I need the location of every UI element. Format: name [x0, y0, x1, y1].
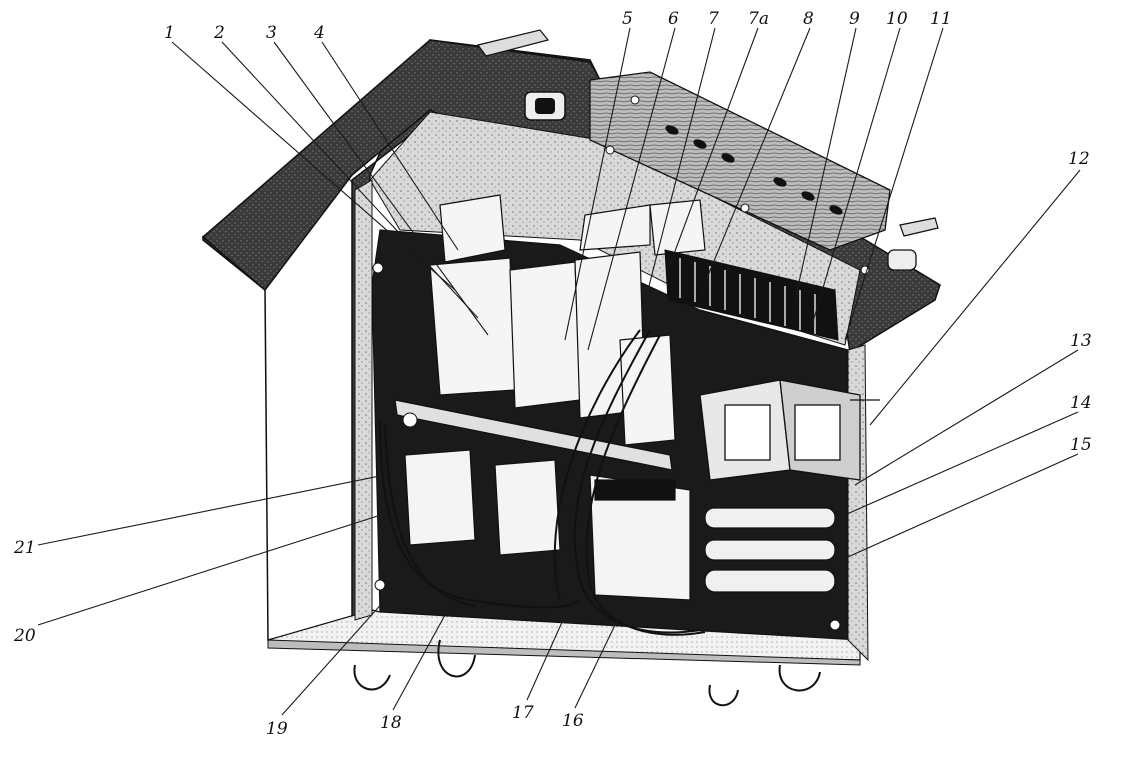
callout-11: 11: [930, 9, 952, 29]
callout-8: 8: [803, 9, 814, 29]
callout-2: 2: [213, 23, 225, 43]
bus-bar: [394, 399, 673, 471]
callout-14: 14: [1070, 393, 1092, 413]
callout-21: 21: [13, 538, 36, 558]
callout-4: 4: [313, 23, 325, 43]
right-relay-assembly: [699, 379, 880, 481]
terminal-block-wooden: [476, 29, 939, 271]
callout-17: 17: [512, 703, 534, 723]
callout-3: 3: [266, 23, 277, 43]
callout-16: 16: [562, 711, 584, 731]
mounting-hooks: [353, 639, 821, 707]
leader-lines: [37, 27, 1081, 716]
callout-labels: 1 2 3 4 5 6 7 7a 8 9 10 11 12 13 14 15 1…: [13, 9, 1092, 739]
callout-7a: 7a: [748, 9, 769, 29]
callout-19: 19: [266, 719, 288, 739]
callout-9: 9: [849, 9, 860, 29]
callout-18: 18: [380, 713, 402, 733]
relay-row-lower: [404, 449, 691, 601]
callout-13: 13: [1070, 331, 1092, 351]
callout-7: 7: [708, 9, 719, 29]
wire-harness: [379, 329, 706, 636]
callout-10: 10: [886, 9, 908, 29]
callout-1: 1: [164, 23, 175, 43]
resistor-tubes: [704, 507, 836, 593]
screws: [372, 95, 870, 631]
callout-15: 15: [1070, 435, 1092, 455]
callout-12: 12: [1068, 149, 1090, 169]
callout-6: 6: [668, 9, 679, 29]
callout-20: 20: [13, 626, 36, 646]
connector-comb-strip: [664, 249, 839, 341]
relay-row-upper: [429, 194, 706, 446]
callout-5: 5: [622, 9, 633, 29]
